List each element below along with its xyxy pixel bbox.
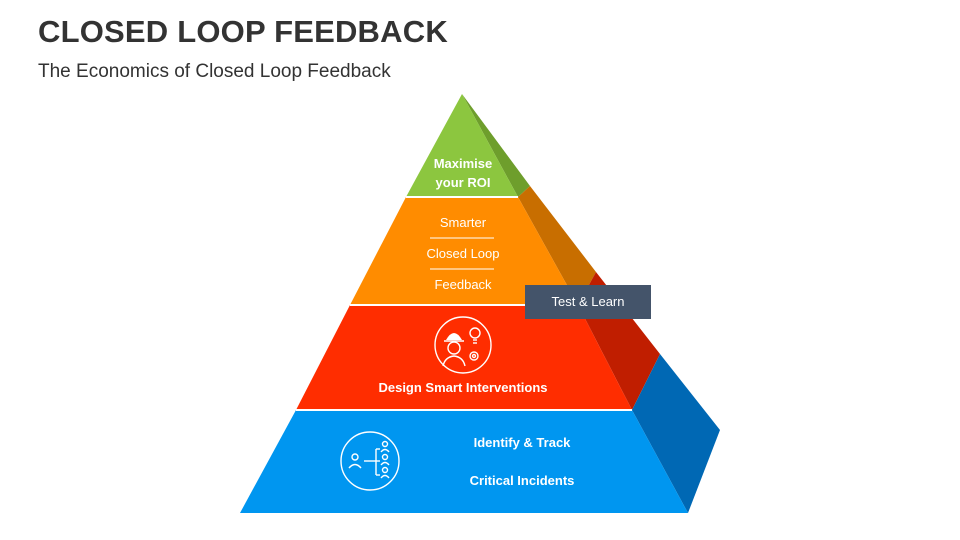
level-top-face [406,94,518,197]
slide-title: CLOSED LOOP FEEDBACK [38,14,448,49]
worker-ideas-icon [434,316,492,374]
level-second-line3: Feedback [434,277,492,292]
slide-subtitle: The Economics of Closed Loop Feedback [38,61,391,82]
level-top-line2: your ROI [436,175,491,190]
blue-side-face [632,354,720,513]
level-base-line2: Critical Incidents [470,473,575,488]
level-base-face [240,410,688,513]
level-second-face [350,197,578,305]
green-side-face [462,94,530,197]
orange-side-face [518,186,596,305]
hierarchy-people-icon [340,431,400,491]
level-base-line1: Identify & Track [474,435,572,450]
test-learn-callout [525,285,651,319]
level-second-line1: Smarter [440,215,487,230]
level-second-line2: Closed Loop [427,246,500,261]
level-top-line1: Maximise [434,156,493,171]
level-third-label: Design Smart Interventions [378,380,547,395]
level-third-face [296,305,632,410]
test-learn-label: Test & Learn [552,294,625,309]
